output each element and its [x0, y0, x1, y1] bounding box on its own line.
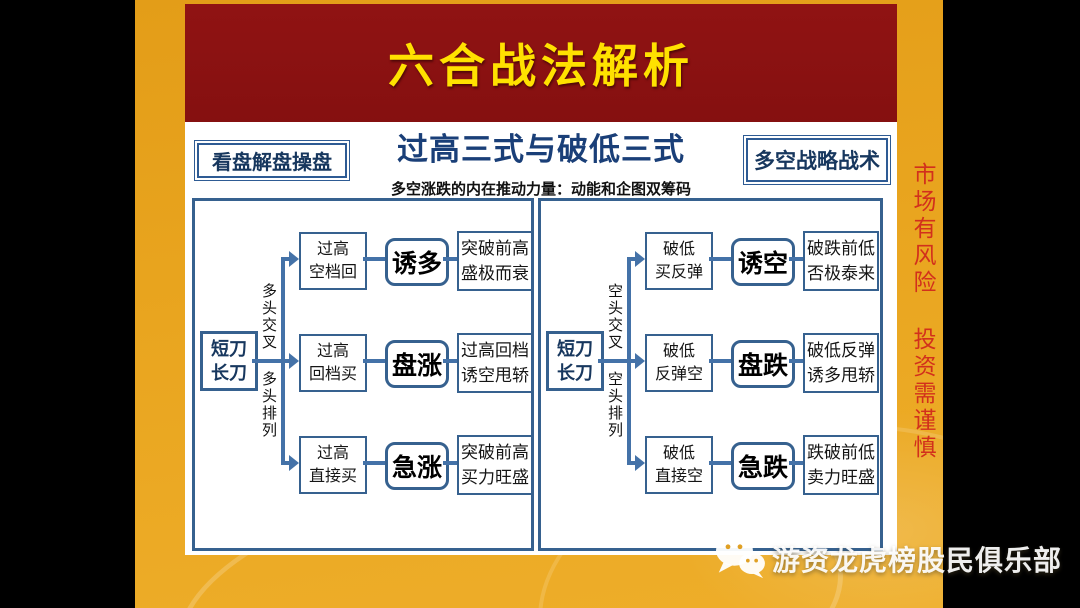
action-box: 盘涨 [385, 340, 449, 388]
badge-right: 多空战略战术 [743, 135, 891, 185]
box-line: 否极泰来 [807, 264, 875, 283]
input-box: 过高 空档回 [299, 232, 367, 290]
panel-short-side: 短刀 长刀 空头交叉 空头排列 破低 买反弹 诱空 破跌前低 否极泰来 破低 反 [538, 198, 883, 551]
main-title: 六合战法解析 [388, 40, 694, 92]
box-line: 破低 [662, 444, 695, 462]
watermark-text: 游资龙虎榜股民俱乐部 [772, 544, 1063, 576]
input-box: 破低 反弹空 [645, 334, 713, 392]
branch-label-bottom: 空头排列 [606, 371, 623, 439]
arrow-icon [627, 353, 645, 369]
box-line: 空档回 [308, 264, 357, 281]
slide-header: 六合战法解析 [185, 4, 897, 122]
result-box: 破低反弹 诱多甩轿 [803, 333, 879, 393]
connector-line [363, 257, 385, 261]
connector-line [789, 461, 803, 465]
branch-label-top: 多头交叉 [260, 283, 277, 351]
arrow-icon [281, 353, 299, 369]
root-line: 短刀 [211, 338, 247, 359]
box-line: 买力旺盛 [461, 468, 529, 487]
root-line: 长刀 [211, 363, 247, 383]
connector-line [709, 257, 731, 261]
root-line: 短刀 [557, 338, 593, 359]
box-line: 突破前高 [461, 238, 529, 258]
box-line: 过高回档 [461, 340, 529, 360]
box-line: 突破前高 [461, 442, 529, 462]
action-box: 诱多 [385, 238, 449, 286]
root-line: 长刀 [557, 363, 593, 383]
box-line: 直接买 [308, 468, 357, 485]
box-line: 回档买 [308, 366, 357, 383]
connector-line [598, 359, 629, 363]
input-box: 破低 直接空 [645, 436, 713, 494]
subtitle: 多空涨跌的内在推动力量：动能和企图双筹码 [390, 181, 691, 198]
root-box: 短刀 长刀 [546, 331, 604, 391]
slide: 六合战法解析 看盘解盘操盘 过高三式与破低三式 多空战略战术 多空涨跌的内在推动… [185, 4, 897, 555]
arrow-icon [627, 455, 645, 471]
box-line: 破低反弹 [807, 340, 875, 360]
result-box: 突破前高 盛极而衰 [457, 231, 533, 291]
result-box: 破跌前低 否极泰来 [803, 231, 879, 291]
box-line: 过高 [316, 444, 349, 462]
connector-line [709, 461, 731, 465]
arrow-icon [281, 455, 299, 471]
connector-line [443, 461, 457, 465]
box-line: 过高 [316, 240, 349, 258]
input-box: 过高 回档买 [299, 334, 367, 392]
connector-line [709, 359, 731, 363]
panel-long-side: 短刀 长刀 多头交叉 多头排列 过高 空档回 诱多 突破前高 盛极而衰 过高 回 [192, 198, 534, 551]
action-box: 盘跌 [731, 340, 795, 388]
box-line: 盛极而衰 [461, 264, 529, 283]
box-line: 诱空甩轿 [461, 366, 529, 385]
wechat-icon [712, 532, 768, 585]
connector-line [443, 359, 457, 363]
box-line: 反弹空 [654, 366, 703, 383]
badge-left: 看盘解盘操盘 [194, 140, 350, 181]
result-box: 跌破前低 卖力旺盛 [803, 435, 879, 495]
root-box: 短刀 长刀 [200, 331, 258, 391]
box-line: 破低 [662, 240, 695, 258]
connector-line [363, 461, 385, 465]
box-line: 跌破前低 [807, 442, 875, 462]
connector-line [443, 257, 457, 261]
action-box: 急跌 [731, 442, 795, 490]
box-line: 诱多甩轿 [807, 366, 875, 385]
section-title: 过高三式与破低三式 [397, 132, 685, 167]
input-box: 破低 买反弹 [645, 232, 713, 290]
branch-label-bottom: 多头排列 [260, 371, 277, 439]
arrow-icon [281, 251, 299, 267]
watermark: 游资龙虎榜股民俱乐部 [712, 532, 1062, 585]
connector-line [252, 359, 283, 363]
input-box: 过高 直接买 [299, 436, 367, 494]
action-box: 急涨 [385, 442, 449, 490]
arrow-icon [627, 251, 645, 267]
branch-label-top: 空头交叉 [606, 283, 623, 351]
result-box: 突破前高 买力旺盛 [457, 435, 533, 495]
connector-line [789, 257, 803, 261]
box-line: 买反弹 [654, 264, 703, 281]
box-line: 破跌前低 [807, 238, 875, 258]
connector-line [363, 359, 385, 363]
connector-line [789, 359, 803, 363]
box-line: 过高 [316, 342, 349, 360]
box-line: 卖力旺盛 [807, 468, 875, 487]
box-line: 直接空 [654, 468, 703, 485]
result-box: 过高回档 诱空甩轿 [457, 333, 533, 393]
box-line: 破低 [662, 342, 695, 360]
action-box: 诱空 [731, 238, 795, 286]
risk-warning-text: 市场有风险 投资需谨慎 [910, 162, 936, 462]
